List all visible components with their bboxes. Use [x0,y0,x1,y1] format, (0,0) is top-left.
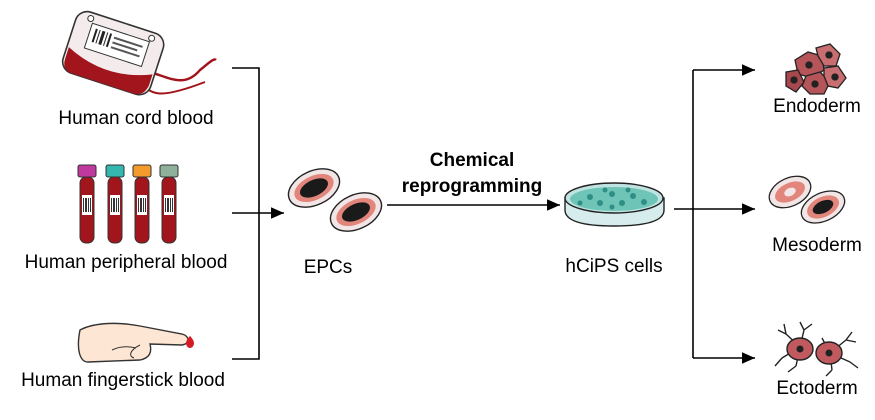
source-label-fingerstick-blood: Human fingerstick blood [21,370,225,391]
endoderm-cells-icon [785,43,847,95]
outcome-label-endoderm: Endoderm [773,96,861,117]
outcome-label-mesoderm: Mesoderm [772,235,862,256]
petri-dish-icon [564,182,665,227]
red-cells-icon [287,168,383,232]
process-label-line1: Chemical [429,150,515,171]
hcips-label: hCiPS cells [565,256,663,277]
source-label-peripheral-blood: Human peripheral blood [24,252,228,273]
outcome-bracket [674,64,755,364]
source-bracket [232,67,284,360]
process-label-line2: reprogramming [401,176,543,197]
outcome-label-ectoderm: Ectoderm [776,378,858,399]
blood-tubes-icon [77,164,179,244]
fingerstick-hand-icon [77,322,194,363]
blood-bag-icon [61,10,217,96]
neuron-cells-icon [774,321,859,377]
epcs-label: EPCs [303,257,353,278]
source-label-cord-blood: Human cord blood [58,108,214,129]
mesoderm-cells-icon [768,175,846,224]
